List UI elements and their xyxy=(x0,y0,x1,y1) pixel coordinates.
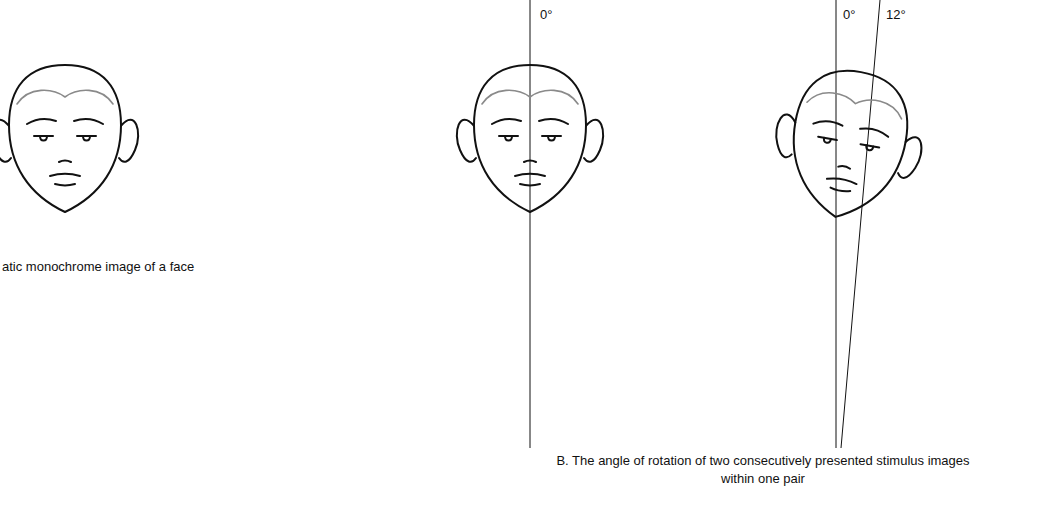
axis-line xyxy=(530,0,531,448)
face-b2 xyxy=(763,59,933,229)
angle-label: 0° xyxy=(843,6,883,24)
panel-caption: atic monochrome image of a face xyxy=(2,258,262,276)
rotated-axis-line xyxy=(841,0,880,448)
face-b1 xyxy=(457,65,603,212)
angle-label: 12° xyxy=(886,6,926,24)
panel-caption: B. The angle of rotation of two consecut… xyxy=(548,452,978,488)
axis-line xyxy=(836,0,837,448)
angle-label: 0° xyxy=(540,6,580,24)
face-a xyxy=(0,65,138,212)
